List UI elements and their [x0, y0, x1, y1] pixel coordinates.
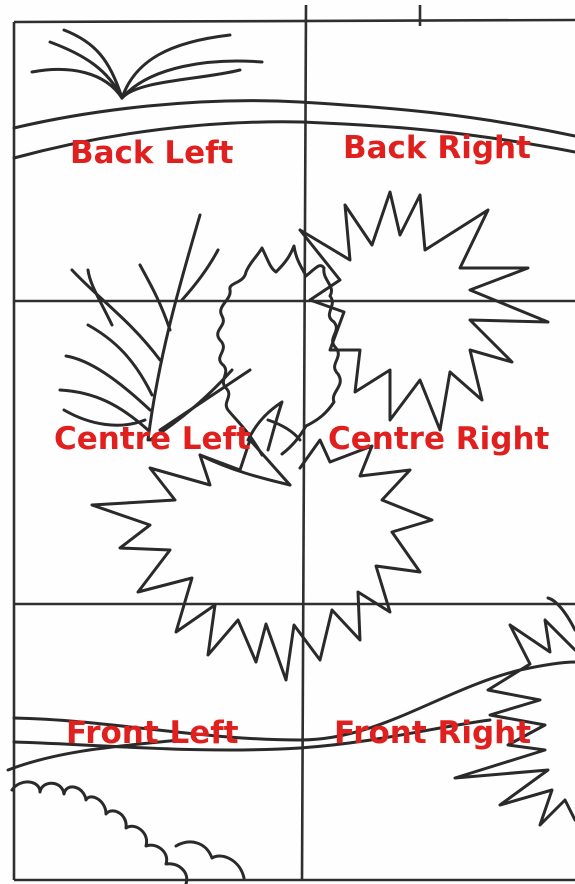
centre-spiky-plant-large	[92, 440, 432, 680]
zone-label-front-left: Front Left	[66, 718, 239, 749]
zone-label-centre-left: Centre Left	[54, 424, 251, 455]
frame-top-edge	[14, 20, 575, 22]
centre-right-spiky-plant	[300, 192, 548, 430]
back-grass-tuft	[32, 30, 262, 98]
zone-label-front-right: Front Right	[334, 718, 531, 749]
zone-label-back-right: Back Right	[343, 133, 531, 164]
zone-label-centre-right: Centre Right	[328, 424, 549, 455]
front-right-spiky-bush	[455, 598, 575, 825]
front-left-scalloped-shrub	[12, 782, 244, 884]
zone-label-back-left: Back Left	[70, 138, 233, 169]
